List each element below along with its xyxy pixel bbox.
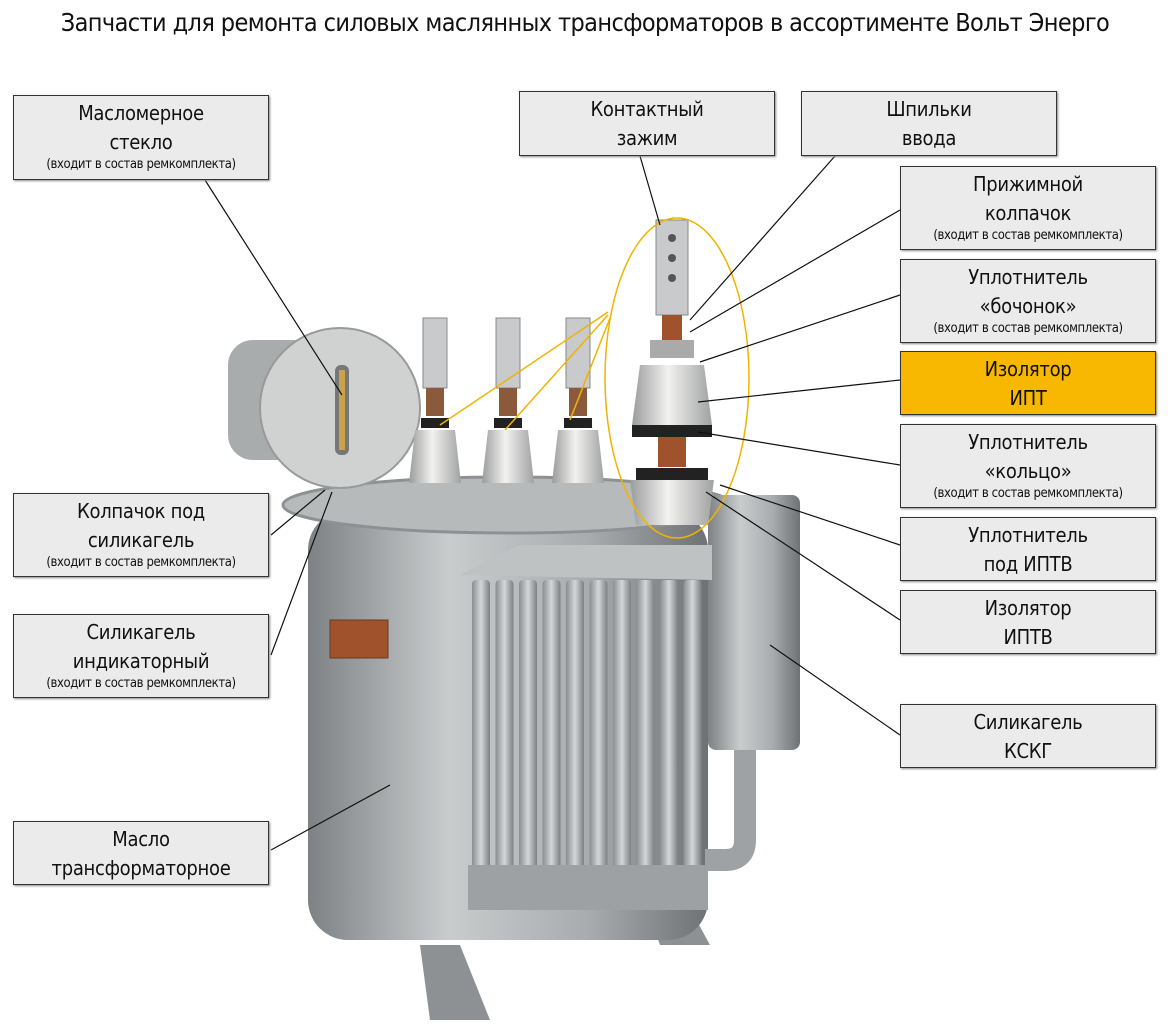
label-line2: под ИПТВ — [983, 552, 1073, 576]
label-box-pressure-cap: Прижимной колпачок (входит в состав ремком… — [900, 166, 1156, 250]
label-line2: колпачок — [984, 201, 1072, 225]
label-line2: КСКГ — [1004, 739, 1052, 763]
label-box-bushing-studs: Шпильки ввода — [801, 91, 1057, 156]
label-line1: Уплотнитель — [968, 523, 1088, 547]
kit-note: (входит в состав ремкомплекта) — [46, 676, 236, 691]
leader-lines — [204, 155, 901, 851]
label-line1: Прижимной — [973, 172, 1083, 196]
kit-note: (входит в состав ремкомплекта) — [46, 157, 236, 172]
label-line2: трансформаторное — [51, 856, 231, 880]
label-line1: Изолятор — [984, 357, 1072, 381]
radiator-fin — [660, 580, 678, 870]
label-line1: Колпачок под — [77, 499, 205, 523]
label-line2: стекло — [109, 130, 173, 154]
label-box-indicator-silica-gel: Силикагель индикаторный (входит в состав р… — [13, 614, 269, 698]
radiator-fin — [636, 580, 655, 870]
label-line2: ИПТ — [1009, 386, 1047, 410]
kit-note: (входит в состав ремкомплекта) — [933, 321, 1123, 336]
label-line2: индикаторный — [72, 649, 210, 673]
page-title: Запчасти для ремонта силовых маслянных т… — [60, 8, 1110, 37]
conservator-tank — [228, 327, 421, 489]
label-line2: ввода — [901, 126, 957, 150]
label-line1: Шпильки — [886, 97, 972, 121]
label-line1: Уплотнитель — [968, 265, 1088, 289]
kit-note: (входит в состав ремкомплекта) — [933, 486, 1123, 501]
label-line2: зажим — [616, 126, 678, 150]
label-box-silica-gel-cap: Колпачок под силикагель (входит в состав р… — [13, 493, 269, 577]
label-line1: Силикагель — [86, 620, 196, 644]
label-box-barrel-seal: Уплотнитель «бочонок» (входит в состав рем… — [900, 259, 1156, 343]
label-line2: силикагель — [87, 528, 195, 552]
silica-gel-cylinder — [705, 495, 800, 871]
radiator-fin — [683, 580, 702, 870]
kit-note: (входит в состав ремкомплекта) — [46, 555, 236, 570]
bushing — [482, 317, 534, 483]
label-line1: Изолятор — [984, 596, 1072, 620]
label-box-iptv-seal: Уплотнитель под ИПТВ — [900, 517, 1156, 581]
radiator-fin — [566, 580, 584, 870]
radiator — [460, 545, 712, 910]
label-box-oil-gauge-glass: Масломерное стекло (входит в состав ремком… — [13, 95, 269, 180]
kit-note: (входит в состав ремкомплекта) — [933, 228, 1123, 243]
bushing — [552, 317, 604, 483]
radiator-fin — [472, 580, 490, 870]
label-line1: Контактный — [590, 97, 704, 121]
label-box-contact-clamp: Контактный зажим — [519, 91, 775, 156]
radiator-fin — [542, 580, 561, 870]
label-line2: ИПТВ — [1003, 625, 1053, 649]
label-line1: Масло — [112, 827, 170, 851]
radiator-fin — [495, 580, 514, 870]
label-line2: «кольцо» — [984, 459, 1072, 483]
radiator-fin — [589, 580, 608, 870]
label-line1: Масломерное — [78, 101, 204, 125]
label-box-ring-seal: Уплотнитель «кольцо» (входит в состав ремк… — [900, 424, 1156, 508]
label-line2: «бочонок» — [979, 294, 1077, 318]
label-line1: Силикагель — [973, 710, 1083, 734]
label-line1: Уплотнитель — [968, 430, 1088, 454]
radiator-fin — [613, 580, 631, 870]
callout-highlight — [439, 217, 750, 539]
label-box-transformer-oil: Масло трансформаторное — [13, 821, 269, 885]
enlarged-bushing — [630, 219, 714, 525]
radiator-fin — [519, 580, 537, 870]
bushing — [409, 317, 461, 483]
